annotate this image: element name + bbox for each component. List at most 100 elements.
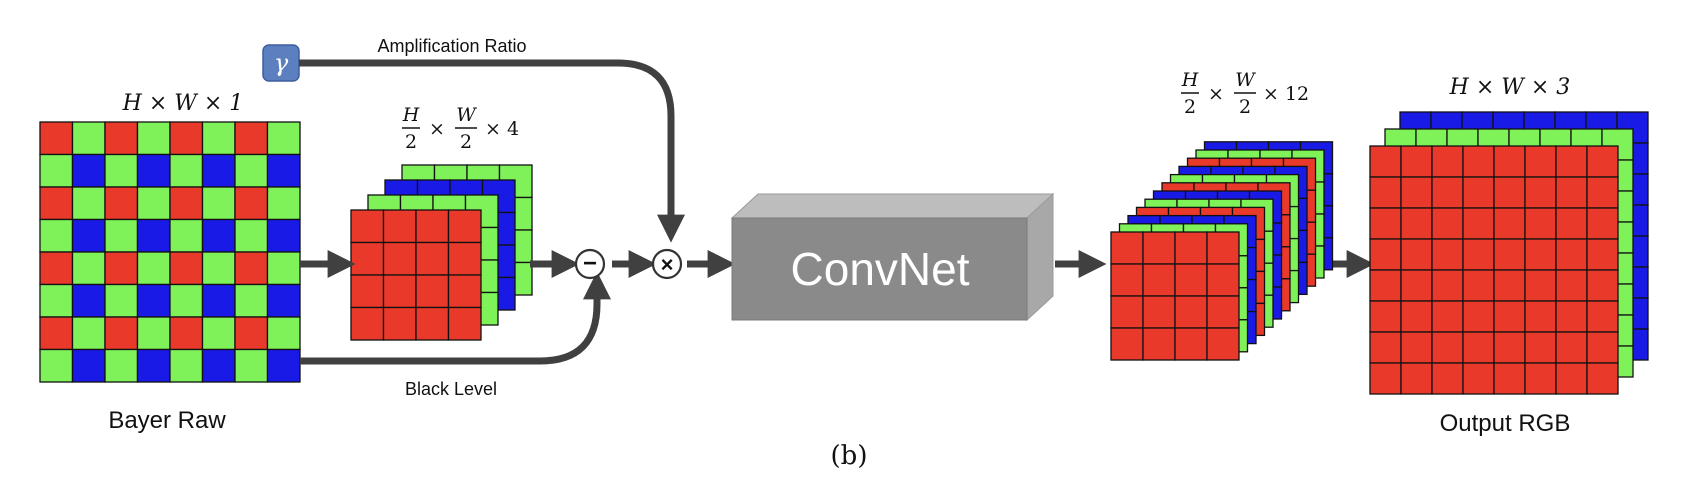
bayer-pixel	[104, 153, 139, 188]
packed-channel-cell	[382, 241, 417, 276]
output-pixel	[1555, 145, 1588, 178]
feature-channel-cell	[1206, 263, 1240, 297]
bayer-pixel	[136, 251, 171, 286]
bayer-raw-label: Bayer Raw	[108, 407, 226, 434]
output-pixel	[1369, 145, 1402, 178]
output-pixel	[1524, 145, 1557, 178]
output-pixel	[1400, 300, 1433, 333]
bayer-pixel	[234, 316, 269, 351]
output-rgb-label: Output RGB	[1440, 410, 1571, 437]
convnet-top-face	[730, 193, 1055, 219]
output-pixel	[1555, 269, 1588, 302]
figure-caption: (b)	[831, 441, 868, 471]
output-pixel	[1400, 269, 1433, 302]
packed-w-denominator: 2	[460, 131, 472, 153]
packed-channel-cell	[415, 241, 450, 276]
output-rgb-stack	[1369, 111, 1649, 395]
features-w-numerator: W	[1235, 69, 1256, 91]
packed-channel-cell	[382, 306, 417, 341]
output-pixel	[1431, 362, 1464, 395]
bayer-pixel	[169, 153, 204, 188]
output-pixel	[1369, 362, 1402, 395]
bayer-pixel	[71, 218, 106, 253]
bayer-pixel	[201, 186, 236, 221]
bayer-pixel	[136, 316, 171, 351]
feature-channel-cell	[1142, 263, 1176, 297]
output-pixel	[1400, 207, 1433, 240]
amplification-ratio-label: Amplification Ratio	[377, 36, 526, 56]
output-pixel	[1524, 362, 1557, 395]
feature-channel-cell	[1206, 295, 1240, 329]
output-pixel	[1555, 207, 1588, 240]
output-pixel	[1462, 331, 1495, 364]
feature-channel-cell	[1110, 295, 1144, 329]
bayer-pixel	[71, 283, 106, 318]
output-pixel	[1493, 362, 1526, 395]
packed-channel-cell	[350, 241, 385, 276]
output-pixel	[1369, 300, 1402, 333]
bayer-pixel	[201, 283, 236, 318]
output-pixel	[1493, 207, 1526, 240]
output-pixel	[1462, 300, 1495, 333]
amplification-arrow	[299, 59, 685, 243]
bayer-pixel	[266, 121, 301, 156]
bayer-pixel	[136, 153, 171, 188]
subtract-operator: −	[574, 248, 606, 280]
packed-h-numerator: H	[402, 104, 420, 126]
output-pixel	[1431, 238, 1464, 271]
packed-h-denominator: 2	[405, 131, 417, 153]
bayer-dimension-label: H × W × 1	[122, 91, 244, 116]
bayer-pixel	[39, 251, 74, 286]
packed-channel-cell	[447, 274, 482, 309]
multiply-sign: ×	[661, 252, 674, 277]
feature-channel-cell	[1110, 231, 1144, 265]
feature-channel-cell	[1206, 231, 1240, 265]
output-pixel	[1431, 176, 1464, 209]
bayer-pixel	[169, 218, 204, 253]
bayer-pixel	[136, 283, 171, 318]
bayer-pixel	[234, 186, 269, 221]
output-pixel	[1462, 269, 1495, 302]
bayer-pixel	[104, 121, 139, 156]
output-pixel	[1524, 238, 1557, 271]
output-pixel	[1493, 300, 1526, 333]
feature-channel-cell	[1174, 263, 1208, 297]
packed-channel-cell	[415, 209, 450, 244]
bayer-pixel	[71, 316, 106, 351]
bayer-pixel	[39, 186, 74, 221]
packed-channel-cell	[415, 306, 450, 341]
output-pixel	[1462, 362, 1495, 395]
bayer-pixel	[169, 283, 204, 318]
bayer-pixel	[71, 186, 106, 221]
bayer-pixel	[266, 153, 301, 188]
packed-4-channel-stack	[350, 164, 533, 341]
output-pixel	[1431, 269, 1464, 302]
feature-channel-cell	[1206, 327, 1240, 361]
output-pixel	[1462, 207, 1495, 240]
convnet-front-face	[731, 217, 1028, 321]
output-pixel	[1586, 362, 1619, 395]
feature-channel-cell	[1142, 295, 1176, 329]
feature-channel-cell	[1110, 327, 1144, 361]
subtract-circle	[574, 248, 606, 280]
features-channels: × 12	[1263, 83, 1309, 105]
output-pixel	[1369, 176, 1402, 209]
packed-times-sign: ×	[429, 118, 445, 140]
bayer-pixel	[71, 121, 106, 156]
packed-channel-cell	[350, 209, 385, 244]
bayer-pixel	[39, 218, 74, 253]
output-pixel	[1431, 300, 1464, 333]
bayer-pixel	[71, 348, 106, 383]
bayer-pixel	[201, 153, 236, 188]
bayer-pixel	[234, 153, 269, 188]
output-pixel	[1555, 176, 1588, 209]
bayer-pixel	[266, 186, 301, 221]
features-h-denominator: 2	[1184, 96, 1196, 118]
packed-channel-cell	[350, 274, 385, 309]
bayer-pixel	[169, 186, 204, 221]
bayer-pixel	[234, 121, 269, 156]
bayer-pixel	[104, 251, 139, 286]
bayer-pixel	[169, 316, 204, 351]
convnet-label: ConvNet	[791, 243, 970, 295]
